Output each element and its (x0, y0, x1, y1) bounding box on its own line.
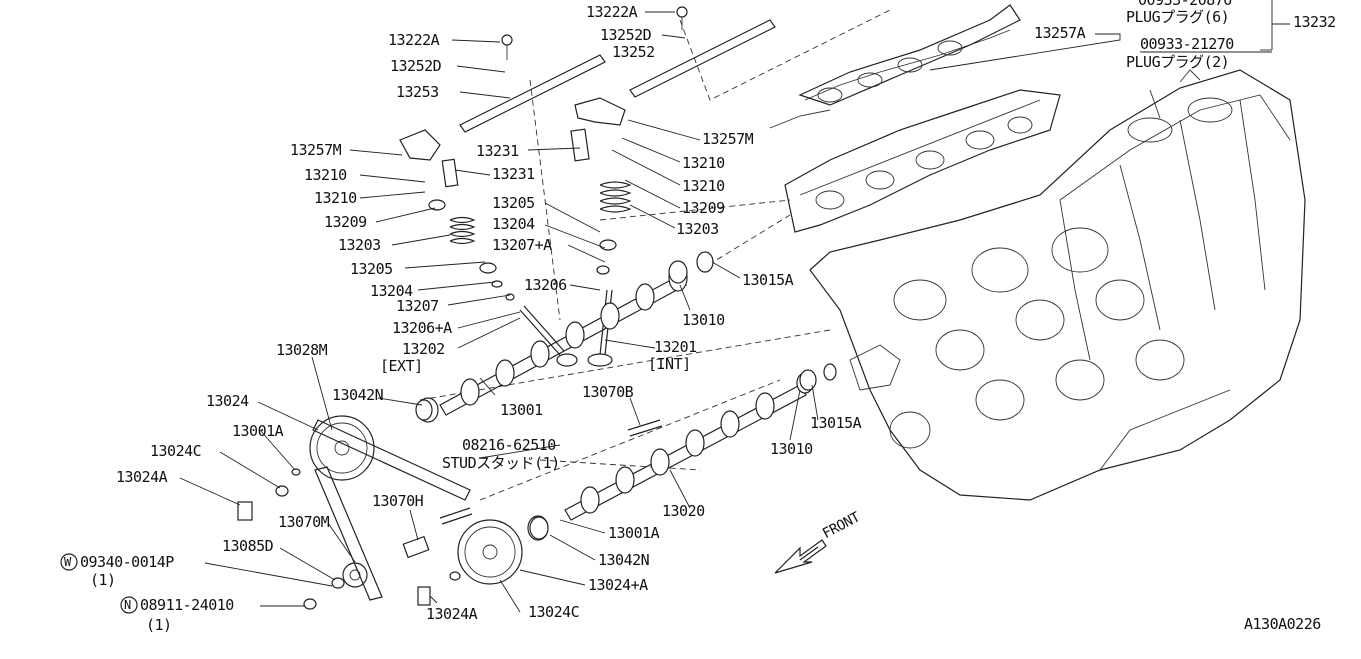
label-plug-2: PLUGプラグ(2) (1126, 53, 1230, 71)
label-13201: 13201 (654, 338, 697, 356)
label-13042N-top: 13042N (332, 386, 384, 404)
label-13010-bottom: 13010 (770, 440, 813, 458)
label-13257M-left: 13257M (290, 141, 342, 159)
label-13024: 13024 (206, 392, 249, 410)
valves (519, 289, 613, 367)
label-13206: 13206 (524, 276, 567, 294)
label-w-qty: (1) (90, 571, 116, 589)
assembly-guide-lines (419, 9, 891, 501)
label-00933-21270: 00933-21270 (1140, 35, 1234, 53)
label-13010-top: 13010 (682, 311, 725, 329)
label-13253: 13253 (396, 83, 439, 101)
label-13232: 13232 (1293, 13, 1336, 31)
rocker-shafts (459, 6, 776, 133)
label-13070M: 13070M (278, 513, 330, 531)
label-13210-d: 13210 (314, 189, 357, 207)
label-13024C-left: 13024C (150, 442, 202, 460)
valve-springs (428, 181, 632, 301)
label-13001A-right: 13001A (608, 524, 660, 542)
label-13028M: 13028M (276, 341, 328, 359)
label-13231-mid: 13231 (476, 142, 519, 160)
label-13207A-mid: 13207+A (492, 236, 552, 254)
label-13203-left: 13203 (338, 236, 381, 254)
w-circle-icon (60, 553, 78, 571)
label-13222A-top: 13222A (586, 3, 638, 21)
label-stud: STUDスタッド(1) (442, 454, 560, 472)
label-int: [INT] (648, 355, 691, 373)
label-13024A-bottom: 13024A (426, 605, 478, 623)
label-13252D-top: 13252D (600, 26, 652, 44)
label-13210-a: 13210 (682, 154, 725, 172)
label-13202: 13202 (402, 340, 445, 358)
label-13222A-left: 13222A (388, 31, 440, 49)
engine-block (809, 69, 1306, 501)
label-n-mark: N (124, 598, 131, 612)
label-w-mark: W (64, 555, 71, 569)
label-13203-right: 13203 (676, 220, 719, 238)
leader-lines (179, 0, 1290, 613)
label-13015A-bottom: 13015A (810, 414, 862, 432)
label-13207-left: 13207 (396, 297, 439, 315)
label-13204-left: 13204 (370, 282, 413, 300)
label-13024C-bottom: 13024C (528, 603, 580, 621)
label-13204-mid: 13204 (492, 215, 535, 233)
label-13085D: 13085D (222, 537, 274, 555)
rocker-arms (399, 97, 626, 188)
diagram-code: A130A0226 (1244, 615, 1321, 633)
label-13015A-top: 13015A (742, 271, 794, 289)
label-13205-left: 13205 (350, 260, 393, 278)
label-08911-24010: 08911-24010 (140, 596, 234, 614)
label-13024A-left: 13024A (116, 468, 168, 486)
cam-sprockets (309, 415, 523, 585)
n-circle-icon (120, 596, 138, 614)
timing-belt (312, 419, 471, 601)
front-arrow-icon (774, 539, 827, 574)
label-n-qty: (1) (146, 616, 172, 634)
label-13209-left: 13209 (324, 213, 367, 231)
label-13257M-right: 13257M (702, 130, 754, 148)
label-08216-62510: 08216-62510 (462, 436, 556, 454)
label-00933-20870: 00933-20870 (1138, 0, 1232, 9)
label-13209-right: 13209 (682, 199, 725, 217)
cylinder-head (769, 4, 1061, 233)
label-13205-mid: 13205 (492, 194, 535, 212)
label-plug-6: PLUGプラグ(6) (1126, 8, 1230, 26)
tensioner-parts (237, 260, 817, 610)
label-13231-left: 13231 (492, 165, 535, 183)
label-ext: [EXT] (380, 357, 423, 375)
label-13070B: 13070B (582, 383, 634, 401)
label-13210-b: 13210 (304, 166, 347, 184)
label-13020: 13020 (662, 502, 705, 520)
label-13042N-bottom: 13042N (598, 551, 650, 569)
label-13024-A: 13024+A (588, 576, 648, 594)
label-13070H: 13070H (372, 492, 424, 510)
label-13001A-left: 13001A (232, 422, 284, 440)
label-13001: 13001 (500, 401, 543, 419)
label-13252: 13252 (612, 43, 655, 61)
label-13206A: 13206+A (392, 319, 452, 337)
label-13252D-left: 13252D (390, 57, 442, 75)
label-13257A: 13257A (1034, 24, 1086, 42)
label-09340-0014P: 09340-0014P (80, 553, 174, 571)
label-13210-c: 13210 (682, 177, 725, 195)
